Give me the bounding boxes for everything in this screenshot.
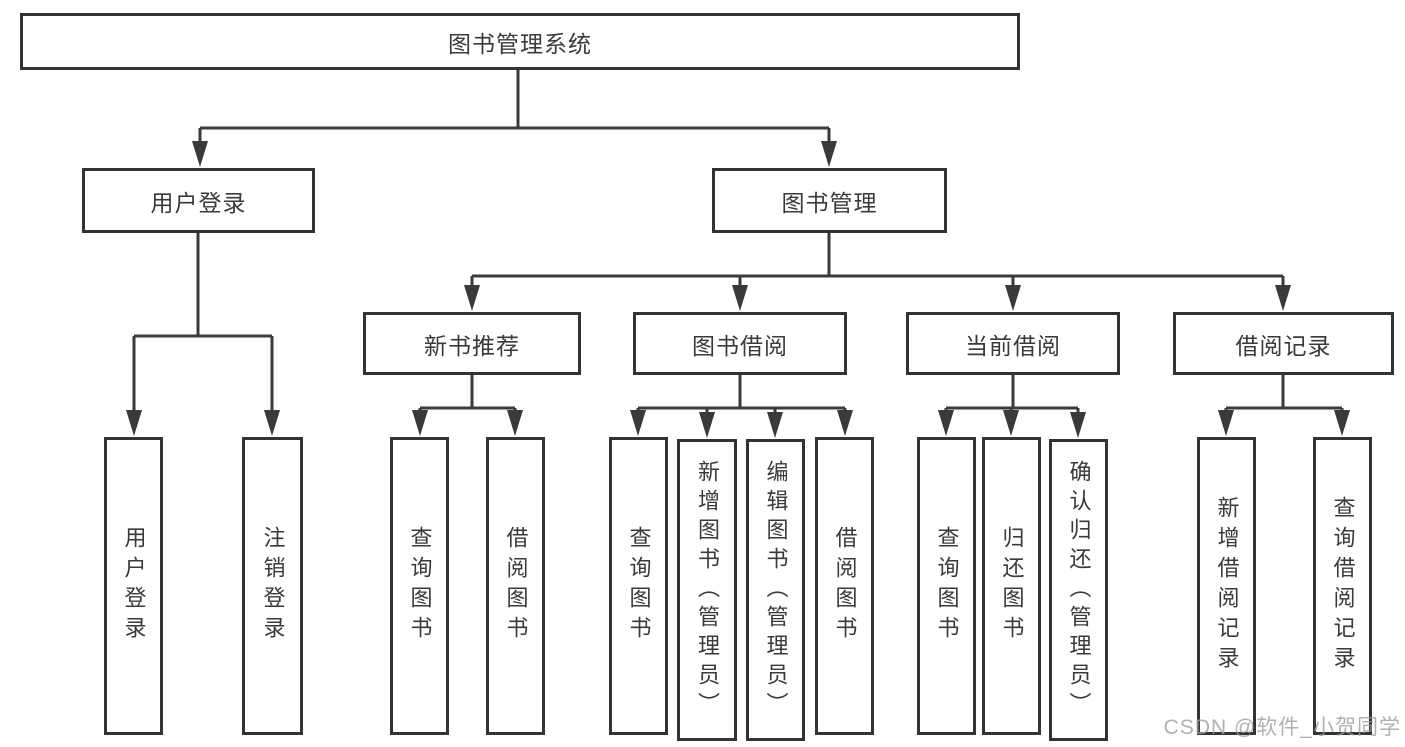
node-leaf-query-borrow-record: 查询借阅记录 <box>1313 437 1372 735</box>
node-leaf-confirm-return-admin: 确认归还（管理员） <box>1049 439 1108 741</box>
node-book-management: 图书管理 <box>712 168 947 233</box>
node-leaf-add-borrow-record: 新增借阅记录 <box>1197 437 1256 735</box>
arrowhead-icons <box>126 141 1350 438</box>
node-leaf-query-books-recommend: 查询图书 <box>390 437 449 735</box>
node-leaf-logout: 注销登录 <box>242 437 303 735</box>
node-leaf-add-books-admin: 新增图书（管理员） <box>677 439 737 741</box>
node-user-login: 用户登录 <box>82 168 315 233</box>
node-leaf-edit-books-admin: 编辑图书（管理员） <box>746 439 805 741</box>
node-root-library-management-system: 图书管理系统 <box>20 13 1020 70</box>
node-new-book-recommendation: 新书推荐 <box>363 312 581 375</box>
node-book-borrowing: 图书借阅 <box>633 312 847 375</box>
node-leaf-query-books-borrowing: 查询图书 <box>609 437 668 735</box>
csdn-watermark: CSDN @软件_小贺同学 <box>1163 716 1401 739</box>
node-current-borrowing: 当前借阅 <box>906 312 1120 375</box>
node-leaf-borrow-books-recommend: 借阅图书 <box>486 437 545 735</box>
node-leaf-user-login: 用户登录 <box>104 437 163 735</box>
node-leaf-query-books-current: 查询图书 <box>917 437 976 735</box>
node-borrowing-records: 借阅记录 <box>1173 312 1394 375</box>
node-leaf-return-books: 归还图书 <box>982 437 1041 735</box>
node-leaf-borrow-books: 借阅图书 <box>815 437 874 735</box>
